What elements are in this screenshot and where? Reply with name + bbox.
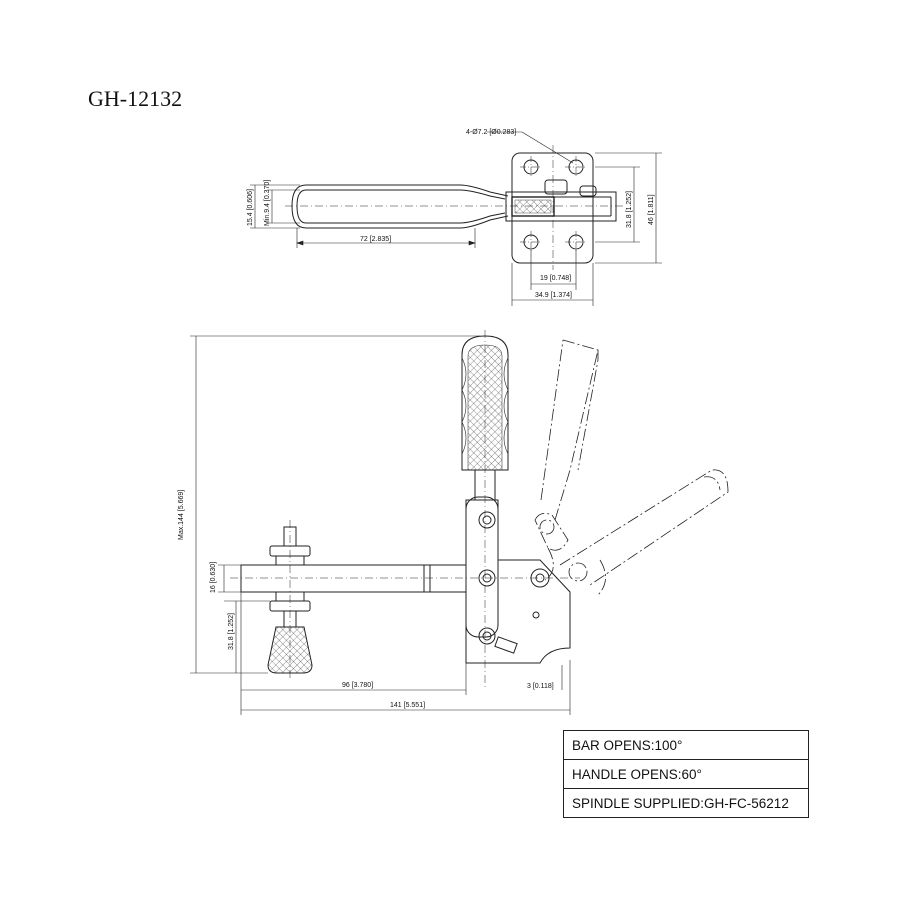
pivot bbox=[478, 627, 496, 645]
dim-base-bottom bbox=[511, 250, 594, 306]
side-view bbox=[190, 330, 729, 715]
phantom-positions bbox=[534, 339, 729, 596]
dim-spindle-drop-label: 31.8 [1.252] bbox=[228, 613, 235, 650]
side-clamp-arm bbox=[240, 564, 467, 593]
pivot bbox=[478, 569, 496, 587]
dim-grip-width bbox=[250, 184, 300, 229]
dim-handle-length bbox=[296, 228, 476, 248]
side-body bbox=[465, 499, 571, 664]
dim-base-offset-label: 3 [0.118] bbox=[527, 683, 554, 690]
top-handle-loop bbox=[291, 184, 509, 229]
side-dimensions bbox=[190, 335, 571, 715]
dim-min-opening-label: Min.9.4 [0.370] bbox=[264, 180, 271, 226]
dim-max-height-label: Max.144 [5.669] bbox=[178, 490, 185, 540]
top-view bbox=[250, 131, 662, 306]
dim-bar-height-label: 16 [0.630] bbox=[210, 562, 217, 593]
spec-table: BAR OPENS:100° HANDLE OPENS:60° SPINDLE … bbox=[563, 730, 809, 818]
dim-base-height-label: 46 [1.811] bbox=[648, 194, 655, 225]
dim-handle-length-label: 72 [2.835] bbox=[360, 236, 391, 243]
side-spindle-tip bbox=[267, 626, 313, 674]
dim-base-width-label: 34.9 [1.374] bbox=[535, 292, 572, 299]
spec-spindle-supplied: SPINDLE SUPPLIED:GH-FC-56212 bbox=[563, 788, 809, 818]
dim-grip-width-label: 15.4 [0.606] bbox=[247, 189, 254, 226]
top-bar bbox=[505, 191, 617, 222]
model-number: GH-12132 bbox=[88, 86, 183, 111]
pivot bbox=[478, 511, 496, 529]
dim-hole-spacing-h-label: 19 [0.748] bbox=[540, 275, 571, 282]
dim-hole-label: 4-Ø7.2 [Ø0.283] bbox=[466, 129, 516, 136]
dim-hole-spacing-v-label: 31.8 [1.252] bbox=[626, 191, 633, 228]
dim-overall-length-label: 141 [5.551] bbox=[390, 702, 425, 709]
dim-bar-reach-label: 96 [3.780] bbox=[342, 682, 373, 689]
spec-handle-opens: HANDLE OPENS:60° bbox=[563, 759, 809, 789]
spec-bar-opens: BAR OPENS:100° bbox=[563, 730, 809, 760]
dim-base-right bbox=[595, 152, 662, 264]
